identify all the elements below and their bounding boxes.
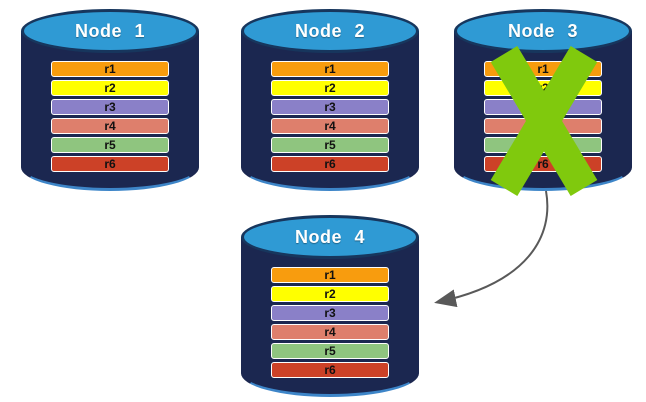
- node-title: Node 2: [294, 20, 365, 41]
- node-2-cylinder: Node 2 r1 r2 r3 r4 r5 r6: [241, 9, 419, 191]
- replica-bar-r1: r1: [51, 61, 169, 77]
- node-4-cylinder: Node 4 r1 r2 r3 r4 r5 r6: [241, 215, 419, 397]
- node-title: Node 1: [74, 20, 145, 41]
- node-title: Node 4: [294, 226, 365, 247]
- replica-list: r1 r2 r3 r4 r5 r6: [271, 61, 389, 172]
- replica-bar-r3: r3: [271, 305, 389, 321]
- replica-bar-r3: r3: [271, 99, 389, 115]
- replica-bar-r4: r4: [271, 118, 389, 134]
- replica-bar-r1: r1: [271, 61, 389, 77]
- cylinder-top: Node 2: [241, 9, 419, 53]
- replica-list: r1 r2 r3 r4 r5 r6: [271, 267, 389, 378]
- replica-bar-r6: r6: [271, 362, 389, 378]
- replica-bar-r5: r5: [271, 343, 389, 359]
- replica-bar-r2: r2: [271, 286, 389, 302]
- arrow-curve: [434, 190, 549, 308]
- cylinder-top: Node 3: [454, 9, 632, 53]
- replica-bar-r2: r2: [271, 80, 389, 96]
- replica-bar-r4: r4: [51, 118, 169, 134]
- replica-bar-r2: r2: [51, 80, 169, 96]
- failure-x-icon: [490, 46, 598, 196]
- replica-bar-r6: r6: [51, 156, 169, 172]
- replica-bar-r4: r4: [271, 324, 389, 340]
- cylinder-top: Node 4: [241, 215, 419, 259]
- node-1-cylinder: Node 1 r1 r2 r3 r4 r5 r6: [21, 9, 199, 191]
- replica-bar-r1: r1: [271, 267, 389, 283]
- replica-bar-r5: r5: [271, 137, 389, 153]
- replica-bar-r3: r3: [51, 99, 169, 115]
- replica-bar-r6: r6: [271, 156, 389, 172]
- replica-list: r1 r2 r3 r4 r5 r6: [51, 61, 169, 172]
- node-title: Node 3: [507, 20, 578, 41]
- replica-bar-r5: r5: [51, 137, 169, 153]
- cylinder-top: Node 1: [21, 9, 199, 53]
